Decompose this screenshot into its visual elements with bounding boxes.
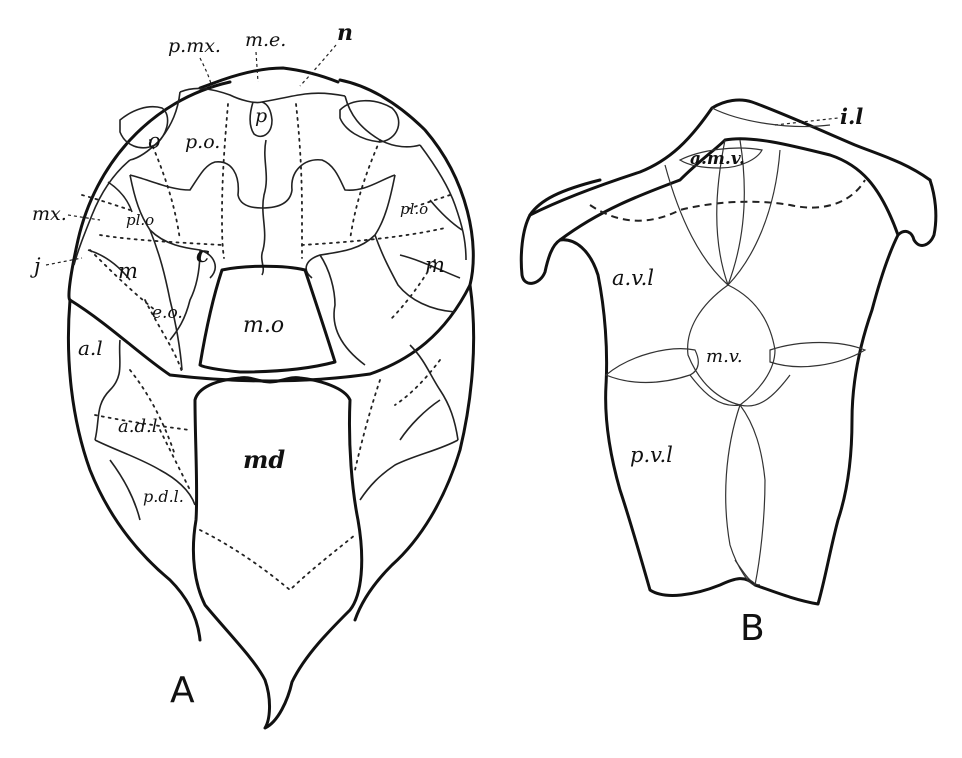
figure-b-labels: i.l a.m.v. a.v.l m.v. p.v.l B — [612, 104, 863, 649]
label-il: i.l — [840, 104, 863, 129]
label-al: a.l — [78, 336, 103, 360]
label-j: j — [30, 254, 41, 278]
label-adl: a.d.l — [118, 416, 158, 437]
label-pdl: p.d.l. — [143, 487, 184, 506]
figure-a-labels: p.mx. m.e. n p o p.o. mx. pl.o pl.o j m … — [30, 20, 445, 711]
label-pvl: p.v.l — [630, 443, 673, 467]
figure-a-letter: A — [170, 670, 195, 711]
label-pmx: p.mx. — [168, 35, 221, 57]
figure-b-drawing — [519, 98, 938, 606]
label-md: md — [243, 445, 285, 474]
label-eo: e.o. — [152, 303, 183, 323]
label-me: m.e. — [245, 29, 286, 51]
label-po: p.o. — [185, 131, 220, 153]
label-m-right: m — [425, 253, 445, 277]
label-avl: a.v.l — [612, 266, 654, 290]
label-n: n — [337, 20, 353, 46]
figure-b-letter: B — [740, 608, 765, 649]
label-mv: m.v. — [706, 346, 743, 367]
label-amv: a.m.v. — [690, 149, 745, 169]
label-c: c — [196, 242, 210, 268]
label-o: o — [148, 129, 161, 153]
label-plo-right: pl.o — [400, 200, 428, 218]
label-m-left: m — [118, 259, 138, 283]
figure-a-drawing — [66, 66, 476, 730]
label-plo-left: pl.o — [126, 211, 154, 229]
label-p: p — [255, 105, 267, 127]
label-mx: mx. — [32, 203, 67, 225]
label-mo: m.o — [243, 313, 284, 338]
